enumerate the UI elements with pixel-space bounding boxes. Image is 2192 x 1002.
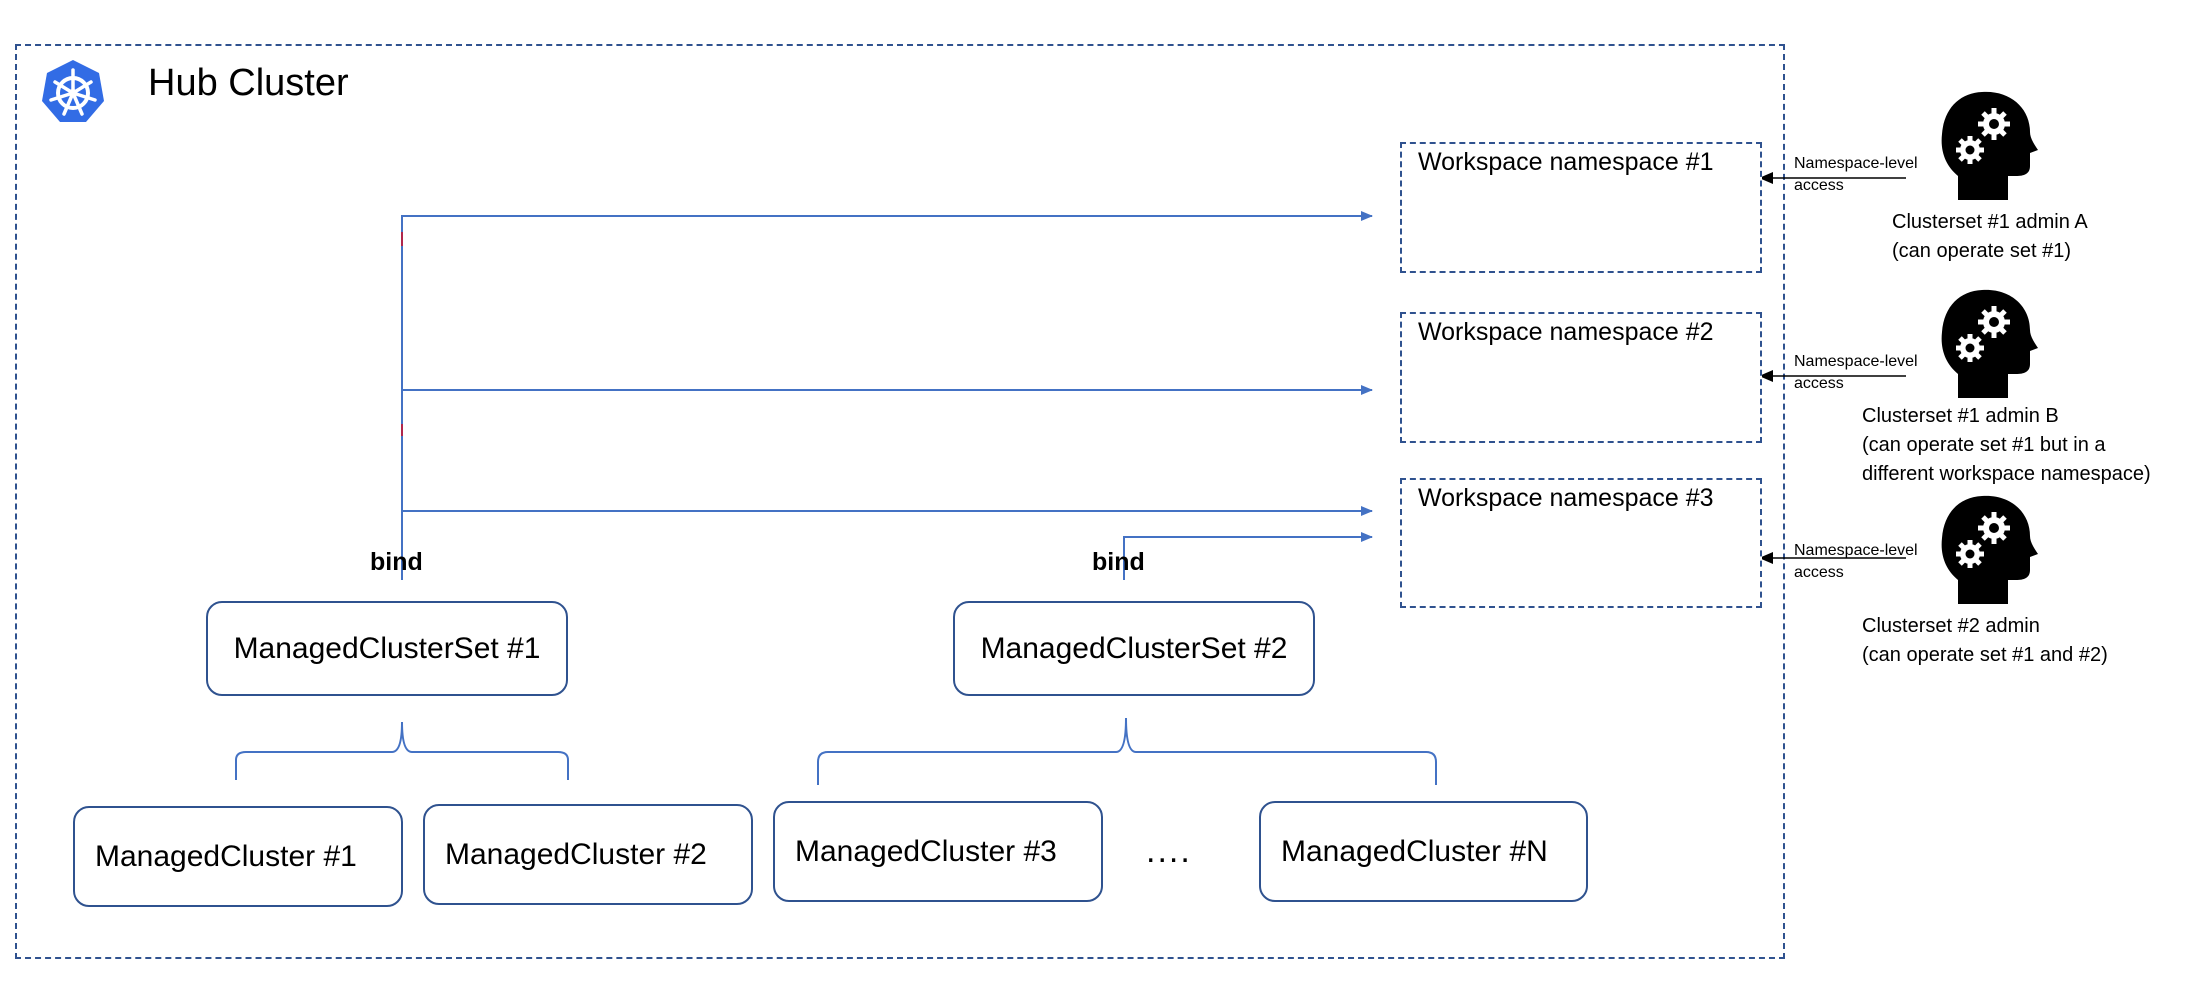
- managed-cluster-set-1: ManagedClusterSet #1: [206, 601, 568, 696]
- workspace-label: Workspace namespace #3: [1418, 484, 1714, 512]
- access-label-3: Namespace-level access: [1794, 540, 1918, 584]
- access-line1: Namespace-level: [1794, 155, 1918, 172]
- managed-cluster-2: ManagedCluster #2: [423, 804, 753, 905]
- admin-head-gears-icon: [1941, 495, 2038, 604]
- access-line2: access: [1794, 177, 1844, 194]
- set-label: ManagedClusterSet #1: [233, 631, 541, 665]
- workspace-namespace-3: Workspace namespace #3: [1400, 478, 1762, 608]
- admin-caption-a: Clusterset #1 admin A (can operate set #…: [1892, 208, 2088, 266]
- bind-label-set2: bind: [1092, 548, 1145, 576]
- managed-cluster-n: ManagedCluster #N: [1259, 801, 1588, 902]
- admin-name: Clusterset #2 admin: [1862, 615, 2040, 637]
- admin-caption-set2: Clusterset #2 admin (can operate set #1 …: [1862, 612, 2108, 670]
- admin-caption-b: Clusterset #1 admin B (can operate set #…: [1862, 402, 2151, 489]
- hub-title: Hub Cluster: [148, 62, 349, 104]
- cluster-label: ManagedCluster #3: [795, 834, 1057, 868]
- cluster-label: ManagedCluster #N: [1281, 834, 1548, 868]
- set-label: ManagedClusterSet #2: [980, 631, 1288, 665]
- access-line1: Namespace-level: [1794, 542, 1918, 559]
- access-line2: access: [1794, 564, 1844, 581]
- access-line2: access: [1794, 375, 1844, 392]
- managed-cluster-1: ManagedCluster #1: [73, 806, 403, 907]
- brace-set1: [235, 721, 569, 780]
- workspace-namespace-2: Workspace namespace #2: [1400, 312, 1762, 443]
- cluster-label: ManagedCluster #2: [445, 837, 707, 871]
- bind-label-set1: bind: [370, 548, 423, 576]
- admin-scope: (can operate set #1 and #2): [1862, 644, 2108, 666]
- admin-name: Clusterset #1 admin B: [1862, 405, 2059, 427]
- access-line1: Namespace-level: [1794, 353, 1918, 370]
- admin-scope: (can operate set #1 but in a: [1862, 434, 2106, 456]
- workspace-label: Workspace namespace #1: [1418, 148, 1714, 176]
- access-label-2: Namespace-level access: [1794, 351, 1918, 395]
- ellipsis: ....: [1146, 832, 1192, 870]
- kubernetes-helm-icon: [42, 60, 104, 122]
- admin-scope-cont: different workspace namespace): [1862, 463, 2151, 485]
- arrow-set2-ws3: [1123, 532, 1373, 580]
- managed-cluster-set-2: ManagedClusterSet #2: [953, 601, 1315, 696]
- workspace-namespace-1: Workspace namespace #1: [1400, 142, 1762, 273]
- cluster-label: ManagedCluster #1: [95, 839, 357, 873]
- access-label-1: Namespace-level access: [1794, 153, 1918, 197]
- admin-head-gears-icon: [1941, 289, 2038, 398]
- admin-name: Clusterset #1 admin A: [1892, 211, 2088, 233]
- hub-cluster-boundary: [15, 44, 1785, 959]
- managed-cluster-3: ManagedCluster #3: [773, 801, 1103, 902]
- brace-set2: [817, 717, 1437, 785]
- workspace-label: Workspace namespace #2: [1418, 318, 1714, 346]
- admin-scope: (can operate set #1): [1892, 240, 2071, 262]
- admin-head-gears-icon: [1941, 91, 2038, 200]
